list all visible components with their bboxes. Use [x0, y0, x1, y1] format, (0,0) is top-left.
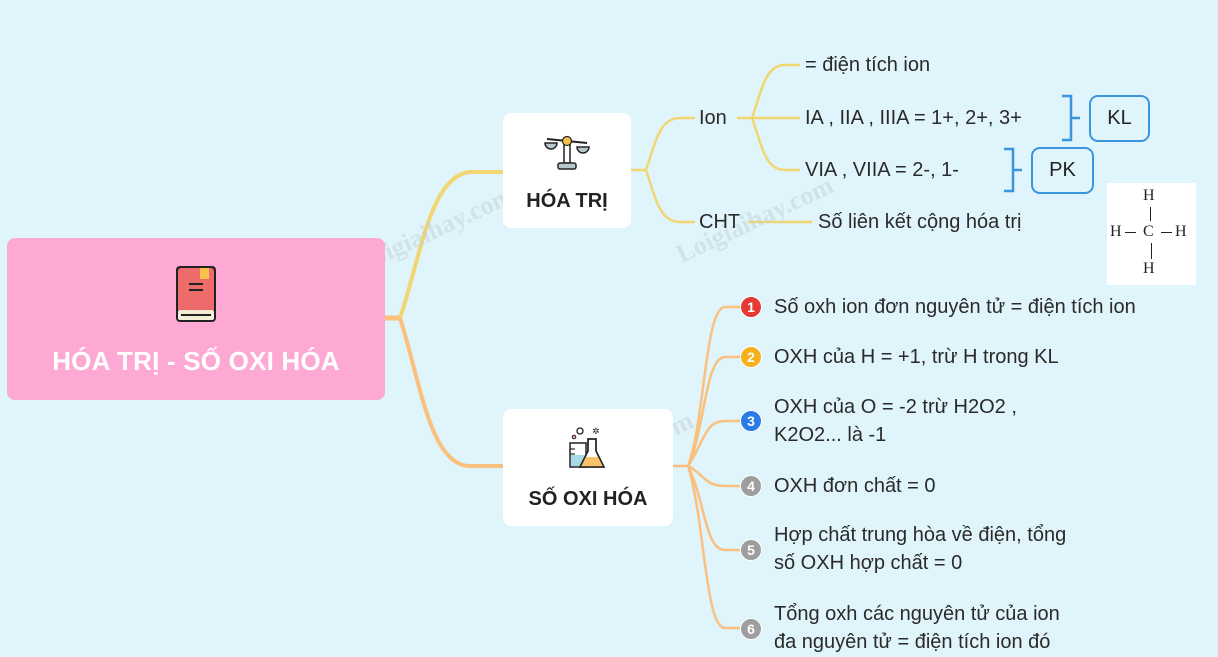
- rule-item[interactable]: Số oxh ion đơn nguyên tử = điện tích ion: [774, 293, 1136, 321]
- topic-hoa-tri[interactable]: HÓA TRỊ: [503, 113, 631, 228]
- ion-item[interactable]: = điện tích ion: [805, 54, 931, 76]
- atom-h: H: [1175, 223, 1187, 240]
- bond: [1161, 232, 1172, 233]
- lab-flask-icon: ✲: [568, 425, 608, 476]
- rule-text: Tổng oxh các nguyên tử của ion: [774, 603, 1060, 625]
- bond: [1125, 232, 1136, 233]
- rule-text: số OXH hợp chất = 0: [774, 552, 963, 574]
- atom-c: C: [1143, 223, 1154, 240]
- rule-number-badge: 4: [740, 475, 762, 497]
- rule-item[interactable]: OXH đơn chất = 0: [774, 472, 936, 500]
- rule-number-badge: 5: [740, 539, 762, 561]
- rule-text: K2O2... là -1: [774, 424, 887, 446]
- atom-h: H: [1110, 223, 1122, 240]
- rule-item[interactable]: OXH của O = -2 trừ H2O2 , K2O2... là -1: [774, 393, 1017, 449]
- rule-text: đa nguyên tử = điện tích ion đó: [774, 631, 1051, 653]
- atom-h: H: [1143, 187, 1155, 204]
- ion-item[interactable]: VIA , VIIA = 2-, 1-: [805, 159, 959, 181]
- rule-item[interactable]: Tổng oxh các nguyên tử của ion đa nguyên…: [774, 600, 1060, 656]
- subtopic-ion[interactable]: Ion: [699, 107, 727, 129]
- rule-text: OXH của O = -2 trừ H2O2 ,: [774, 396, 1017, 418]
- group-pk[interactable]: PK: [1031, 147, 1094, 194]
- balance-scale-icon: [543, 131, 591, 178]
- rule-number-badge: 6: [740, 618, 762, 640]
- group-kl[interactable]: KL: [1089, 95, 1150, 142]
- bond: [1150, 207, 1151, 221]
- ion-item[interactable]: IA , IIA , IIIA = 1+, 2+, 3+: [805, 107, 1022, 129]
- rule-number-badge: 3: [740, 410, 762, 432]
- rule-number-badge: 2: [740, 346, 762, 368]
- methane-structure-image: H H C H H: [1107, 183, 1196, 285]
- rule-item[interactable]: Hợp chất trung hòa về điện, tổng số OXH …: [774, 521, 1066, 577]
- rule-text: OXH đơn chất = 0: [774, 475, 936, 497]
- rule-number-badge: 1: [740, 296, 762, 318]
- rule-text: OXH của H = +1, trừ H trong KL: [774, 346, 1059, 368]
- root-topic[interactable]: HÓA TRỊ - SỐ OXI HÓA: [7, 238, 385, 400]
- atom-h: H: [1143, 260, 1155, 277]
- svg-text:✲: ✲: [592, 426, 600, 436]
- cht-item[interactable]: Số liên kết cộng hóa trị: [818, 211, 1022, 233]
- topic-title: SỐ OXI HÓA: [528, 488, 648, 510]
- rule-item[interactable]: OXH của H = +1, trừ H trong KL: [774, 343, 1059, 371]
- topic-so-oxi-hoa[interactable]: ✲ SỐ OXI HÓA: [503, 409, 673, 526]
- subtopic-cht[interactable]: CHT: [699, 211, 741, 233]
- book-icon: [173, 264, 219, 329]
- topic-title: HÓA TRỊ: [526, 190, 608, 212]
- rule-text: Hợp chất trung hòa về điện, tổng: [774, 524, 1067, 546]
- root-title: HÓA TRỊ - SỐ OXI HÓA: [52, 346, 340, 376]
- bond: [1151, 243, 1152, 259]
- rule-text: Số oxh ion đơn nguyên tử = điện tích ion: [774, 296, 1136, 318]
